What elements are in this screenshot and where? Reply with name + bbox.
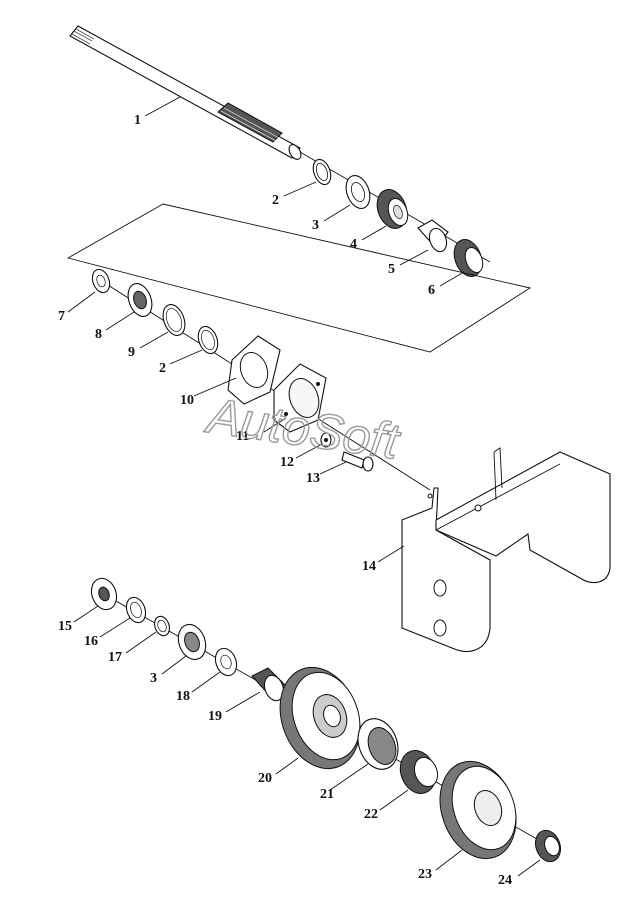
label-3b: 3 bbox=[150, 671, 157, 686]
label-15: 15 bbox=[58, 619, 72, 634]
label-13: 13 bbox=[306, 471, 320, 486]
part-4-gear bbox=[376, 189, 409, 229]
part-5-bushing bbox=[417, 219, 449, 253]
part-15-nut bbox=[90, 577, 118, 611]
part-21-sleeve bbox=[357, 718, 399, 770]
part-14-bracket bbox=[401, 447, 611, 652]
part-18-washer bbox=[214, 647, 238, 677]
part-22-gear bbox=[399, 750, 439, 794]
label-17: 17 bbox=[108, 650, 122, 665]
label-22: 22 bbox=[364, 807, 378, 822]
label-19: 19 bbox=[208, 709, 222, 724]
watermark-autosoft: AutoSoft bbox=[201, 387, 404, 470]
part-9-snap-ring bbox=[162, 304, 186, 336]
label-11: 11 bbox=[236, 429, 249, 444]
part-13-bolt bbox=[341, 451, 374, 472]
part-20-large-gear bbox=[279, 666, 361, 770]
part-2-ring-lower bbox=[197, 325, 219, 355]
label-21: 21 bbox=[320, 787, 334, 802]
part-24-needle-bearing bbox=[534, 829, 562, 863]
part-labels: 1 2 3 4 5 6 7 8 9 2 10 11 12 13 14 15 16… bbox=[58, 113, 512, 888]
label-3a: 3 bbox=[312, 218, 319, 233]
label-2a: 2 bbox=[272, 193, 279, 208]
label-16: 16 bbox=[84, 634, 98, 649]
part-19-needle-bearing bbox=[251, 667, 287, 702]
part-11-cover-plate bbox=[273, 363, 327, 433]
part-2-snap-ring bbox=[312, 158, 332, 186]
label-18: 18 bbox=[176, 689, 190, 704]
label-2b: 2 bbox=[159, 361, 166, 376]
assembly-outline bbox=[66, 203, 532, 353]
label-8: 8 bbox=[95, 327, 102, 342]
part-23-large-gear bbox=[439, 760, 517, 860]
part-3-washer bbox=[345, 175, 371, 209]
part-3-bearing-lower bbox=[177, 623, 207, 661]
part-10-gasket bbox=[227, 335, 281, 405]
label-7: 7 bbox=[58, 309, 65, 324]
part-12-washer bbox=[320, 432, 332, 448]
part-7-ring bbox=[91, 268, 111, 294]
leader-lines bbox=[67, 96, 541, 877]
label-1: 1 bbox=[134, 113, 141, 128]
part-1-shaft bbox=[69, 25, 302, 160]
label-14: 14 bbox=[362, 559, 376, 574]
label-4: 4 bbox=[350, 237, 357, 252]
label-5: 5 bbox=[388, 262, 395, 277]
label-10: 10 bbox=[180, 393, 194, 408]
label-23: 23 bbox=[418, 867, 432, 882]
part-16-lock-washer bbox=[125, 596, 147, 624]
label-9: 9 bbox=[128, 345, 135, 360]
part-17-ring bbox=[154, 615, 170, 637]
part-8-bearing-nut bbox=[127, 283, 153, 317]
label-6: 6 bbox=[428, 283, 435, 298]
label-20: 20 bbox=[258, 771, 272, 786]
part-6-gear bbox=[453, 239, 484, 277]
label-12: 12 bbox=[280, 455, 294, 470]
label-24: 24 bbox=[498, 873, 512, 888]
